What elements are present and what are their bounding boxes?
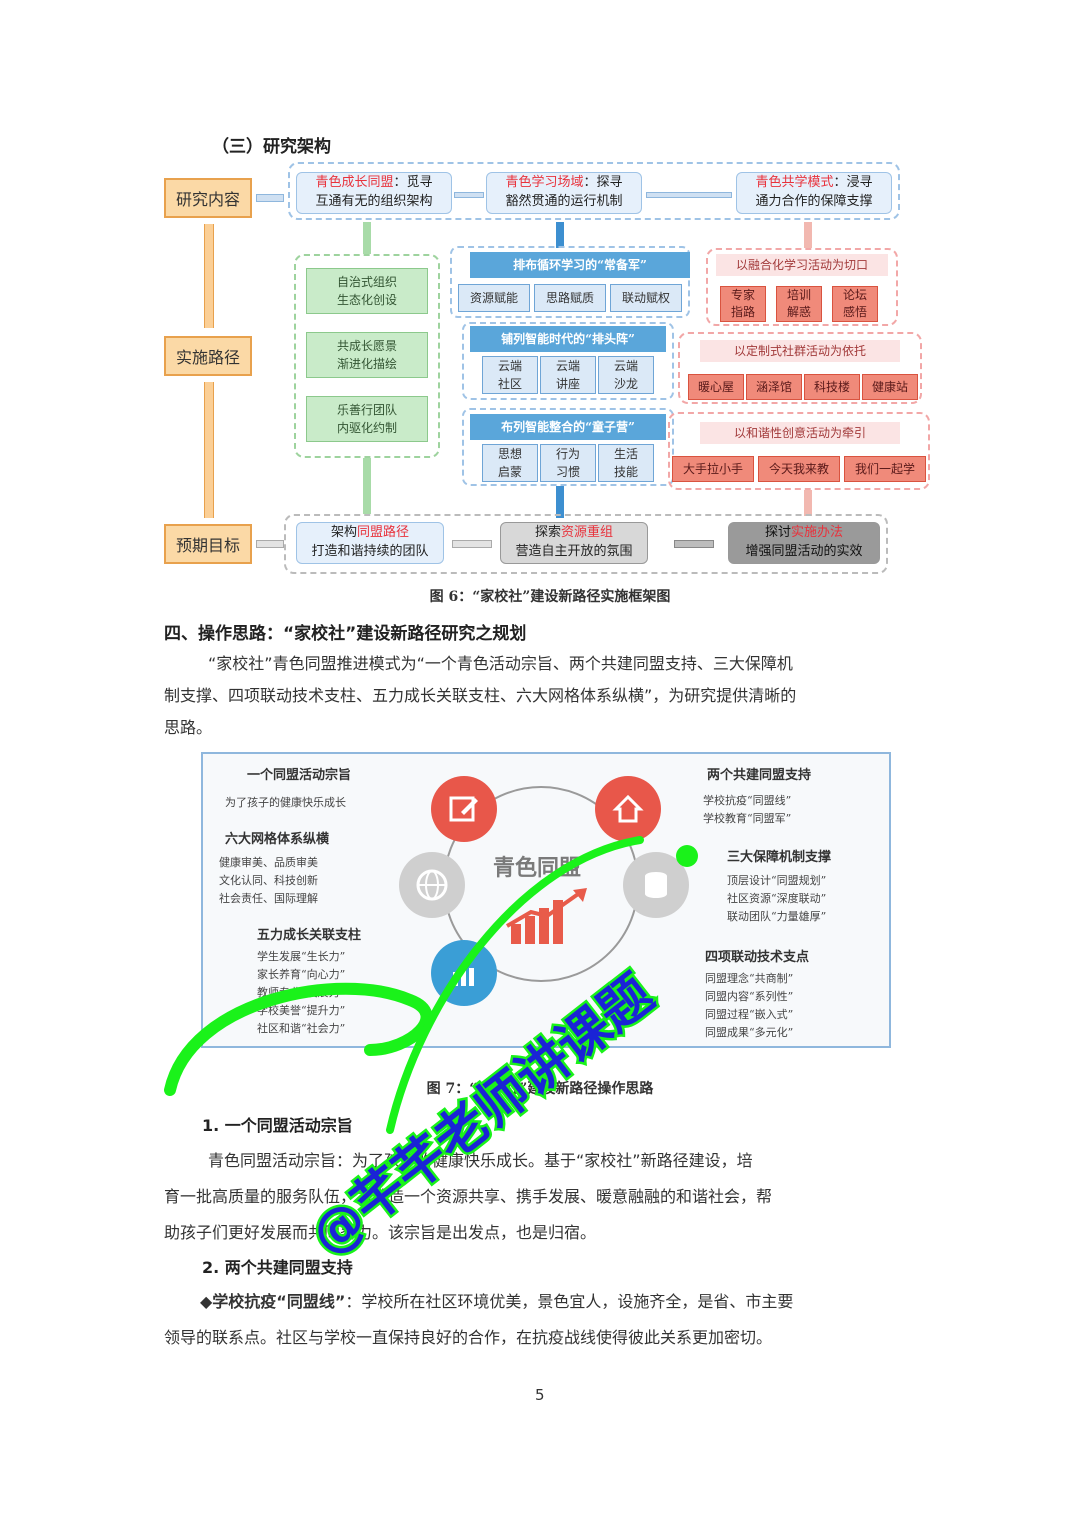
green-column-frame [294,254,440,458]
goal-row-frame [284,514,888,574]
arrow-content-2-3 [646,192,732,198]
blue-group-3-frame [462,408,674,486]
pink-cell-2-2: 涵泽馆 [746,374,802,400]
blue-group-2-head: 铺列智能时代的“排头阵” [470,326,666,352]
section4-line-2: 制支撑、四项联动技术支柱、五力成长关联支柱、六大网格体系纵横”，为研究提供清晰的 [164,686,797,705]
arrow-blue-top [556,222,564,248]
pink-cell-2-3: 科技楼 [804,374,860,400]
sub2-bold-lead: ◆学校抗疫“同盟线” [200,1292,346,1311]
sub1-line-3: 助孩子们更好发展而共同努力。该宗旨是出发点，也是归宿。 [164,1223,597,1242]
pink-group-1-head: 以融合化学习活动为切口 [716,254,888,276]
pink-cell-1-3: 论坛感悟 [832,286,878,322]
watermark-swoosh [160,800,720,1160]
blue-cell-2-1: 云端社区 [482,356,538,394]
pink-cell-2-4: 健康站 [862,374,918,400]
pink-cell-2-1: 暖心屋 [688,374,744,400]
vertical-arrow-upper [204,224,214,328]
pink-group-2-head: 以定制式社群活动为依托 [700,340,900,362]
goal-box-resources: 探索资源重组 营造自主开放的氛围 [500,522,648,564]
block-five-title: 五力成长关联支柱 [257,928,362,943]
content-row-frame [288,162,900,220]
sub2-line-2: 领导的联系点。社区与学校一直保持良好的合作，在抗疫战线使得彼此关系更加密切。 [164,1328,773,1347]
arrow-blue-bottom [556,486,564,518]
arrow-green-bottom [363,458,371,514]
pink-cell-1-2: 培训解惑 [776,286,822,322]
blue-group-2-frame [462,322,674,400]
blue-cell-3-2: 行为习惯 [540,444,596,482]
database-icon [623,852,689,918]
pink-group-3-frame [668,412,930,490]
sub2-line-1-rest: ：学校所在社区环境优美，景色宜人，设施齐全，是省、市主要 [345,1292,794,1311]
page-number: 5 [535,1386,545,1404]
content-box-alliance: 青色成长同盟：觅寻 互通有无的组织架构 [296,172,452,214]
globe-icon [399,852,465,918]
arrow-pink-top [804,222,812,248]
block-three-title: 三大保障机制支撑 [727,850,832,865]
sub2-title: 2. 两个共建同盟支持 [202,1258,353,1277]
blue-cell-3-1: 思想启蒙 [482,444,538,482]
content-box-colearning: 青色共学模式：浸寻 通力合作的保障支撑 [736,172,892,214]
block-two-title: 两个共建同盟支持 [707,768,812,783]
arrow-pink-bottom [804,490,812,516]
framework-diagram: 研究内容 实施路径 预期目标 青色成长同盟：觅寻 互通有无的组织架构 青色学习场… [160,160,940,580]
blue-cell-1-3: 联动赋权 [610,284,682,312]
block-one-title: 一个同盟活动宗旨 [247,768,352,783]
pink-cell-3-1: 大手拉小手 [672,456,754,482]
pink-group-3-head: 以和谐性创意活动为牵引 [700,422,900,444]
section-title: （三）研究架构 [212,137,331,157]
blue-cell-1-2: 思路赋质 [534,284,606,312]
pink-cell-3-3: 我们一起学 [844,456,926,482]
blue-group-1-frame [450,246,690,318]
blue-cell-3-3: 生活技能 [598,444,654,482]
sub1-title: 1. 一个同盟活动宗旨 [202,1116,353,1135]
block-four-title: 四项联动技术支点 [705,950,810,965]
pink-cell-3-2: 今天我来教 [758,456,840,482]
home-icon [595,776,661,842]
arrow-content-connector [256,194,284,202]
section4-line-3: 思路。 [164,718,213,737]
edit-icon [431,776,497,842]
green-item-self-governing: 自治式组织生态化创设 [306,268,428,314]
operation-diagram: 青色同盟 一个同盟活动宗旨 为了孩子的健康快乐成长 六大网格体系纵横 健康审美、… [201,752,891,1048]
arrow-content-1-2 [454,192,484,198]
sub1-line-2: 育一批高质量的服务队伍，为营造一个资源共享、携手发展、暖意融融的和谐社会，帮 [164,1187,773,1206]
block-four-text: 同盟理念“共商制” 同盟内容“系列性” 同盟过程“嵌入式” 同盟成果“多元化” [705,972,794,1039]
section4-paragraph: “家校社”青色同盟推进模式为“一个青色活动宗旨、两个共建同盟支持、三大保障机 制… [164,648,924,744]
section4-line-1: “家校社”青色同盟推进模式为“一个青色活动宗旨、两个共建同盟支持、三大保障机 [208,654,793,673]
block-three-text: 顶层设计“同盟规划” 社区资源“深度联动” 联动团队“力量雄厚” [727,874,827,923]
block-six-title: 六大网格体系纵横 [225,832,330,847]
block-two-text: 学校抗疫“同盟线” 学校教育“同盟军” [703,794,792,825]
vertical-arrow-lower [204,382,214,518]
blue-group-3-head: 布列智能整合的“童子营” [470,414,666,440]
sub1-paragraph: 青色同盟活动宗旨：为了孩子的健康快乐成长。基于“家校社”新路径建设，培 育一批高… [164,1143,924,1251]
arrow-goal-connector [256,540,284,548]
sub1-line-1: 青色同盟活动宗旨：为了孩子的健康快乐成长。基于“家校社”新路径建设，培 [208,1151,753,1170]
figure7-caption: 图 7：“家校社”建设新路径操作思路 [426,1081,654,1097]
growth-chart-icon [503,886,593,946]
blue-group-1-head: 排布循环学习的“常备军” [470,252,690,278]
pink-group-1-frame [706,248,898,326]
block-one-text: 为了孩子的健康快乐成长 [225,796,346,809]
green-item-shared-vision: 共成长愿景渐进化描绘 [306,332,428,378]
block-six-text: 健康审美、品质审美 文化认同、科技创新 社会责任、国际理解 [219,856,318,905]
row-label-path: 实施路径 [164,336,252,376]
row-label-goal: 预期目标 [164,524,252,564]
arrow-goal-1-2 [452,540,492,548]
row-label-content: 研究内容 [164,178,252,218]
blue-cell-2-3: 云端沙龙 [598,356,654,394]
arrow-green-top [363,222,371,254]
goal-box-methods: 探讨实施办法 增强同盟活动的实效 [728,522,880,564]
content-box-learning-field: 青色学习场域：探寻 豁然贯通的运行机制 [486,172,642,214]
section4-title: 四、操作思路：“家校社”建设新路径研究之规划 [164,624,527,644]
goal-box-path: 架构同盟路径 打造和谐持续的团队 [296,522,444,564]
arrow-goal-2-3 [674,540,714,548]
blue-cell-1-1: 资源赋能 [458,284,530,312]
green-item-team: 乐善行团队内驱化约制 [306,396,428,442]
blue-cell-2-2: 云端讲座 [540,356,596,394]
sub2-paragraph: ◆学校抗疫“同盟线”：学校所在社区环境优美，景色宜人，设施齐全，是省、市主要 领… [164,1284,924,1356]
figure6-caption: 图 6：“家校社”建设新路径实施框架图 [429,589,671,605]
pink-cell-1-1: 专家指路 [720,286,766,322]
pink-group-2-frame [678,332,922,404]
